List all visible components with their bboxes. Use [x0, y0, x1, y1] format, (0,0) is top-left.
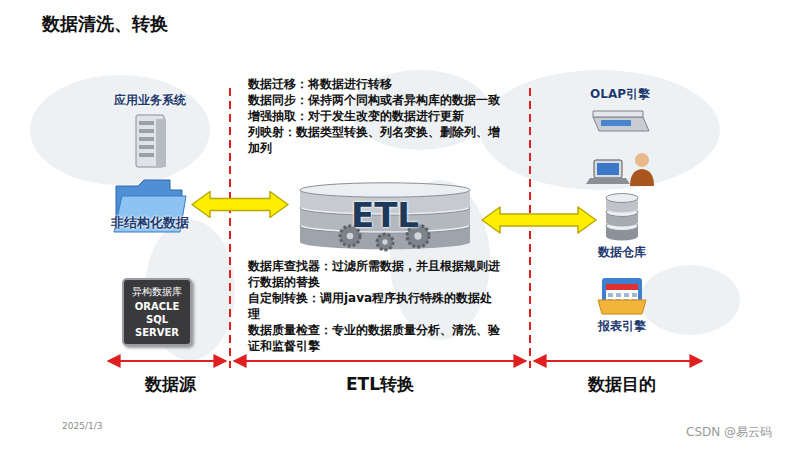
- node-label: 异构数据库: [132, 285, 182, 298]
- gear-hub: [382, 239, 387, 244]
- node-icon: [587, 105, 653, 135]
- folder-flap: [598, 300, 646, 314]
- node-label: ETL: [290, 195, 480, 235]
- laptop-screen: [594, 160, 622, 178]
- disk-bottom: [606, 218, 638, 227]
- gear: [377, 234, 393, 250]
- laptop-base: [586, 178, 630, 184]
- target-warehouse: 数据仓库: [598, 188, 646, 260]
- watermark: CSDN @易云码: [686, 424, 772, 441]
- disk-bottom: [300, 235, 470, 249]
- server-slot: [139, 129, 154, 133]
- etl-engine: ETL: [290, 178, 480, 252]
- user-laptop-icon: [586, 153, 654, 186]
- range-arrow: [108, 360, 226, 362]
- feature-list: 数据库查找器：过滤所需数据，并且根据规则进行数据的替换自定制转换：调用java程…: [248, 258, 500, 354]
- device-body: [593, 117, 649, 131]
- node-label: 数据仓库: [598, 244, 646, 260]
- range-arrow: [234, 360, 526, 362]
- section-label: ETL转换: [346, 373, 414, 396]
- node-label: 非结构化数据: [111, 214, 189, 231]
- device-top: [593, 111, 643, 117]
- calendar-cell: [632, 293, 637, 297]
- calendar-cell: [624, 293, 629, 297]
- calendar-header: [606, 284, 638, 290]
- node-sublabel: ORACLE SQL SERVER: [130, 300, 184, 339]
- flow-arrow: [192, 192, 288, 218]
- laptop-display: [597, 163, 619, 175]
- feature-item: 数据同步：保持两个同构或者异构库的数据一致: [248, 92, 500, 108]
- section-label: 数据目的: [588, 373, 656, 396]
- source-database: 异构数据库 ORACLE SQL SERVER: [122, 278, 192, 346]
- divider-line: [229, 88, 231, 368]
- range-arrow: [534, 360, 702, 362]
- divider-line: [529, 88, 531, 368]
- person-head: [635, 153, 649, 167]
- feature-item: 自定制转换：调用java程序执行特殊的数据处理: [248, 290, 500, 322]
- feature-item: 增强抽取：对于发生改变的数据进行更新: [248, 108, 500, 124]
- server-slot: [139, 145, 154, 149]
- calendar-cell: [608, 293, 613, 297]
- person-body: [630, 169, 654, 186]
- feature-item: 数据迁移：将数据进行转移: [248, 76, 500, 92]
- map-blob: [30, 75, 210, 185]
- feature-item: 列映射：数据类型转换、列名变换、删除列、增加列: [248, 124, 500, 156]
- feature-item: 数据质量检查：专业的数据质量分析、清洗、验证和监督引擎: [248, 322, 500, 354]
- date-stamp: 2025/1/3: [62, 421, 102, 431]
- server-slot: [139, 137, 154, 141]
- node-icon: [602, 188, 642, 242]
- server-slot: [139, 153, 154, 157]
- server-side: [156, 119, 166, 167]
- node-icon: [126, 111, 174, 171]
- source-system: 应用业务系统: [114, 92, 186, 171]
- source-unstructured: 非结构化数据: [110, 176, 190, 231]
- calendar-cell: [616, 293, 621, 297]
- node-icon: [596, 270, 648, 316]
- flow-arrow: [482, 207, 596, 233]
- server-slot: [139, 121, 154, 125]
- map-blob: [640, 265, 740, 335]
- disk-bottom: [606, 232, 638, 241]
- target-olap: OLAP引擎: [587, 86, 653, 135]
- feature-item: 数据库查找器：过滤所需数据，并且根据规则进行数据的替换: [248, 258, 500, 290]
- slide-title: 数据清洗、转换: [42, 12, 168, 36]
- world-map: [30, 70, 740, 360]
- node-label: OLAP引擎: [590, 86, 650, 102]
- target-report: 报表引擎: [596, 270, 648, 334]
- section-label: 数据源: [145, 373, 196, 396]
- node-label: 应用业务系统: [114, 92, 186, 108]
- feature-list: 数据迁移：将数据进行转移数据同步：保持两个同构或者异构库的数据一致增强抽取：对于…: [248, 76, 500, 156]
- disk-bottom: [606, 204, 638, 213]
- map-blob: [480, 70, 720, 190]
- node-label: 报表引擎: [598, 318, 646, 334]
- disk-top: [606, 194, 638, 203]
- device-light: [601, 120, 631, 126]
